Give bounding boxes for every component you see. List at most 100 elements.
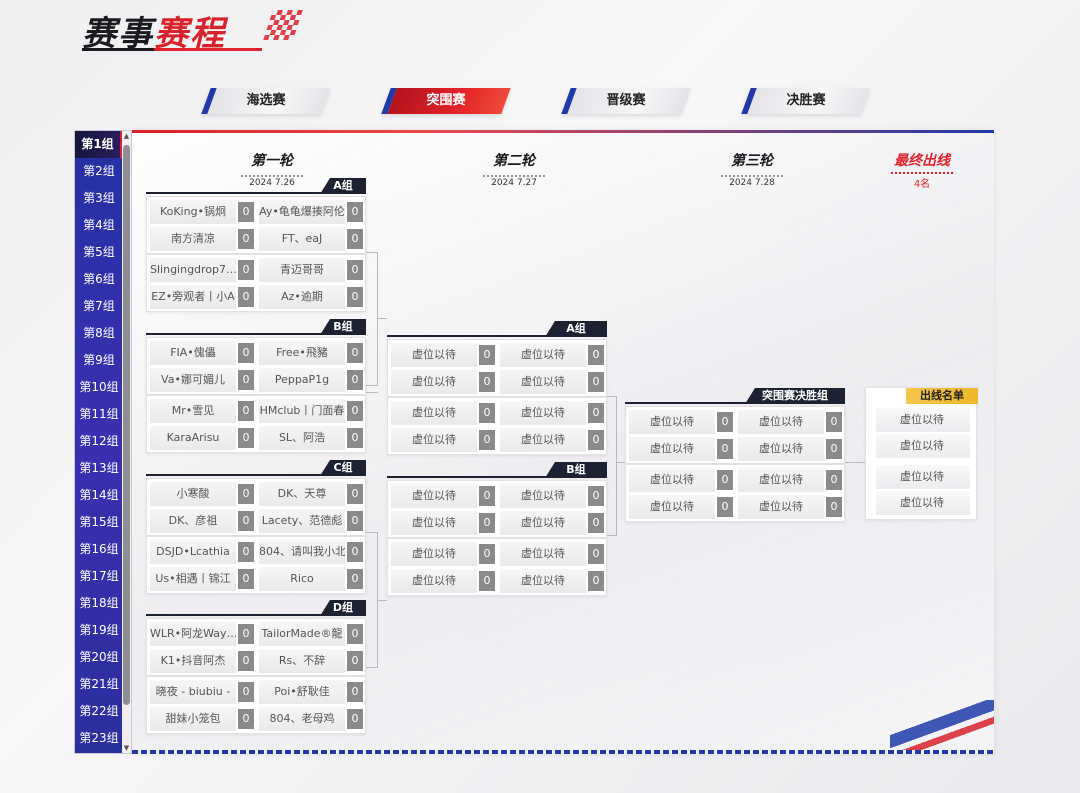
sidebar-item-group-4[interactable]: 第4组: [83, 218, 115, 232]
stage-tabs: 海选赛 突围赛 晋级赛 决胜赛: [0, 88, 1080, 118]
player-name: 甜妹小笼包: [150, 707, 236, 731]
sidebar-item-group-11[interactable]: 第11组: [79, 407, 119, 421]
sidebar-item-group-7[interactable]: 第7组: [83, 299, 115, 313]
player-name: Mr•雪见: [150, 399, 236, 423]
player-name: 虚位以待: [391, 484, 477, 508]
player-name: KoKing•锅炯: [150, 200, 236, 224]
sidebar-item-group-1[interactable]: 第1组: [75, 131, 123, 158]
player-score: 0: [238, 709, 254, 729]
sidebar-item-group-13[interactable]: 第13组: [79, 461, 119, 475]
scrollbar-thumb[interactable]: [123, 145, 130, 705]
player-score: 0: [588, 486, 604, 506]
scroll-down-arrow-icon[interactable]: ▼: [123, 744, 130, 752]
player-score: 0: [479, 513, 495, 533]
sidebar-item-group-6[interactable]: 第6组: [83, 272, 115, 286]
player-name: PeppaP1g: [259, 368, 345, 392]
tab-jinji[interactable]: 晋级赛: [561, 88, 691, 114]
sidebar-item-group-8[interactable]: 第8组: [83, 326, 115, 340]
sidebar-item-group-10[interactable]: 第10组: [79, 380, 119, 394]
player-name: 虚位以待: [738, 495, 824, 519]
player-score: 0: [479, 403, 495, 423]
player-score: 0: [238, 624, 254, 644]
group-label-underline: [625, 402, 845, 404]
sidebar-item-group-15[interactable]: 第15组: [79, 515, 119, 529]
sidebar-item-group-17[interactable]: 第17组: [79, 569, 119, 583]
sidebar-item-group-5[interactable]: 第5组: [83, 245, 115, 259]
group-label: C组: [320, 460, 366, 476]
sidebar-item-group-20[interactable]: 第20组: [79, 650, 119, 664]
player-name: K1•抖音阿杰: [150, 649, 236, 673]
sidebar-item-group-12[interactable]: 第12组: [79, 434, 119, 448]
sidebar-item-group-3[interactable]: 第3组: [83, 191, 115, 205]
player-score: 0: [238, 428, 254, 448]
player-name: 虚位以待: [391, 343, 477, 367]
player-score: 0: [588, 403, 604, 423]
sidebar-item-group-2[interactable]: 第2组: [83, 164, 115, 178]
bracket-connector: [607, 396, 617, 536]
group-label: A组: [320, 178, 366, 194]
sidebar-item-group-14[interactable]: 第14组: [79, 488, 119, 502]
player-score: 0: [238, 542, 254, 562]
player-name: Ay•龟龟爆揍阿伦: [259, 200, 345, 224]
final-list-item: 虚位以待: [876, 408, 970, 432]
player-score: 0: [588, 571, 604, 591]
player-score: 0: [479, 486, 495, 506]
bracket-connector: [366, 252, 378, 386]
player-score: 0: [238, 401, 254, 421]
sidebar-scrollbar[interactable]: ▲ ▼: [122, 131, 131, 753]
round-2-title: 第二轮 2024 7.27: [454, 150, 574, 189]
player-name: 虚位以待: [391, 511, 477, 535]
player-name: 虚位以待: [629, 495, 715, 519]
sidebar-item-group-23[interactable]: 第23组: [79, 731, 119, 745]
corner-stripes-decoration: [890, 700, 994, 750]
player-score: 0: [347, 401, 363, 421]
sidebar-item-group-22[interactable]: 第22组: [79, 704, 119, 718]
player-name: Rs、不辞: [259, 649, 345, 673]
sidebar-item-group-9[interactable]: 第9组: [83, 353, 115, 367]
player-score: 0: [826, 497, 842, 517]
player-score: 0: [238, 651, 254, 671]
player-name: Az•逾期: [259, 285, 345, 309]
group-label-underline: [387, 335, 607, 337]
player-name: 804、老母鸡: [259, 707, 345, 731]
qualify-count: 4名: [891, 172, 953, 190]
player-score: 0: [588, 372, 604, 392]
player-score: 0: [717, 470, 733, 490]
player-score: 0: [238, 569, 254, 589]
group-sidebar: 第1组第2组第3组第4组第5组第6组第7组第8组第9组第10组第11组第12组第…: [74, 130, 132, 754]
player-score: 0: [238, 682, 254, 702]
tab-tuwei[interactable]: 突围赛: [381, 88, 511, 114]
tab-label: 决胜赛: [786, 93, 826, 108]
player-score: 0: [588, 513, 604, 533]
sidebar-item-group-19[interactable]: 第19组: [79, 623, 119, 637]
player-name: 虚位以待: [391, 370, 477, 394]
player-name: 虚位以待: [500, 542, 586, 566]
logo-text-1: 赛事: [82, 14, 154, 54]
scroll-up-arrow-icon[interactable]: ▲: [123, 132, 130, 140]
round-date: 2024 7.28: [721, 175, 783, 188]
player-name: Us•相遇丨锦江: [150, 567, 236, 591]
round-name: 最终出线: [894, 153, 950, 169]
sidebar-item-group-21[interactable]: 第21组: [79, 677, 119, 691]
player-name: 青迈哥哥: [259, 258, 345, 282]
tab-haixuan[interactable]: 海选赛: [201, 88, 331, 114]
sidebar-item-group-18[interactable]: 第18组: [79, 596, 119, 610]
player-name: 小寒酸: [150, 482, 236, 506]
player-name: Va•娜可媚儿: [150, 368, 236, 392]
round-3-title: 第三轮 2024 7.28: [692, 150, 812, 189]
sidebar-item-group-16[interactable]: 第16组: [79, 542, 119, 556]
player-score: 0: [347, 370, 363, 390]
group-label: D组: [320, 600, 366, 616]
tab-jueshang[interactable]: 决胜赛: [741, 88, 871, 114]
